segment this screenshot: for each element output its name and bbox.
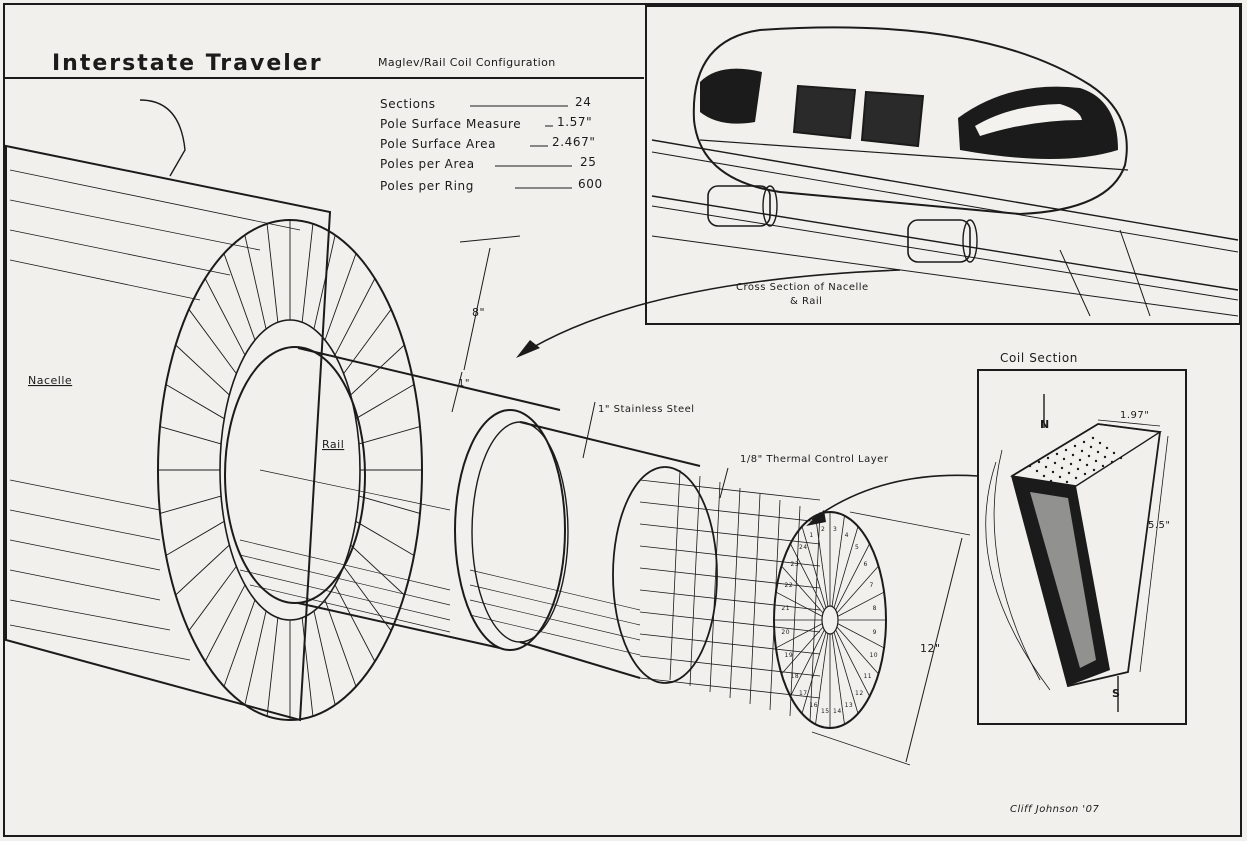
section-number: 9 [873, 629, 877, 636]
steel-sleeve [454, 409, 566, 651]
section-number: 22 [785, 582, 794, 589]
spec-value: 1.57" [557, 115, 592, 129]
cross-section-label: & Rail [790, 296, 822, 307]
nacelle-front [707, 185, 771, 227]
section-number: 13 [845, 702, 854, 709]
nacelle-rear [907, 219, 971, 263]
section-number: 18 [791, 673, 800, 680]
coil-section-inset: Coil Section N S 1.97" 5.5" [977, 351, 1187, 725]
spec-label: Pole Surface Measure [380, 117, 521, 131]
coil-arrow-head [806, 510, 826, 526]
spec-list: Sections 24 Pole Surface Measure 1.57" P… [380, 95, 603, 193]
section-number: 1 [809, 532, 813, 539]
dim-coil-width: 1.97" [1120, 410, 1149, 421]
section-number: 19 [785, 652, 794, 659]
drawing-title: Interstate Traveler [52, 51, 323, 76]
spec-value: 24 [575, 95, 591, 109]
spec-label: Poles per Area [380, 157, 475, 171]
sheet-border [3, 3, 1242, 837]
section-number: 8 [873, 605, 877, 612]
section-number: 24 [799, 544, 808, 551]
north-pole: N [1040, 418, 1050, 431]
spec-value: 25 [580, 155, 596, 169]
section-number: 10 [869, 652, 878, 659]
section-number: 6 [863, 561, 867, 568]
coil-pole-dots [1028, 436, 1123, 488]
dim-gap: 1" [458, 378, 470, 389]
cross-section-label: Cross Section of Nacelle [736, 282, 869, 293]
coil-grid [639, 469, 821, 723]
signature: Cliff Johnson '07 [1010, 804, 1099, 815]
side-window [860, 90, 925, 148]
section-number: 21 [781, 605, 790, 612]
rail-hatching [239, 469, 451, 633]
dim-flange: 8" [472, 306, 485, 319]
stainless-label: 1" Stainless Steel [598, 404, 695, 415]
section-number: 15 [821, 708, 830, 715]
spec-value: 600 [578, 177, 603, 191]
section-number: 12 [855, 690, 864, 697]
window-highlight [975, 104, 1082, 136]
rail-end [224, 346, 366, 604]
section-number: 14 [833, 708, 842, 715]
section-number: 11 [863, 673, 872, 680]
spec-label: Poles per Ring [380, 179, 474, 193]
section-number: 23 [791, 561, 800, 568]
section-number: 3 [833, 526, 837, 533]
spec-label: Sections [380, 97, 436, 111]
section-spokes [774, 512, 886, 728]
dim-coil-height: 5.5" [1148, 520, 1171, 531]
drawing-subtitle: Maglev/Rail Coil Configuration [378, 56, 556, 69]
section-number: 20 [781, 629, 790, 636]
thermal-label: 1/8" Thermal Control Layer [740, 454, 889, 465]
side-window [792, 84, 857, 140]
coil-section-title: Coil Section [1000, 351, 1078, 365]
section-number: 4 [845, 532, 849, 539]
rail-label: Rail [322, 438, 344, 451]
spec-value: 2.467" [552, 135, 595, 149]
nacelle-hatching [9, 169, 301, 661]
section-number: 5 [855, 544, 859, 551]
flange-spokes [158, 220, 422, 720]
nacelle-label: Nacelle [28, 374, 72, 387]
section-number: 17 [799, 690, 808, 697]
train-body [692, 26, 1128, 216]
main-assembly: 345678910111213141516171819202122232412 … [5, 99, 971, 766]
section-number: 16 [809, 702, 818, 709]
dim-diameter: 12" [920, 642, 941, 655]
train-inset: Cross Section of Nacelle & Rail [645, 5, 1241, 325]
section-number: 2 [821, 526, 825, 533]
coil-callout-arrow [811, 474, 979, 521]
section-number: 7 [869, 582, 873, 589]
spec-label: Pole Surface Area [380, 137, 496, 151]
front-window [700, 68, 762, 124]
arrow-head [516, 340, 540, 358]
callout-arrow [519, 269, 901, 356]
south-pole: S [1112, 687, 1120, 700]
